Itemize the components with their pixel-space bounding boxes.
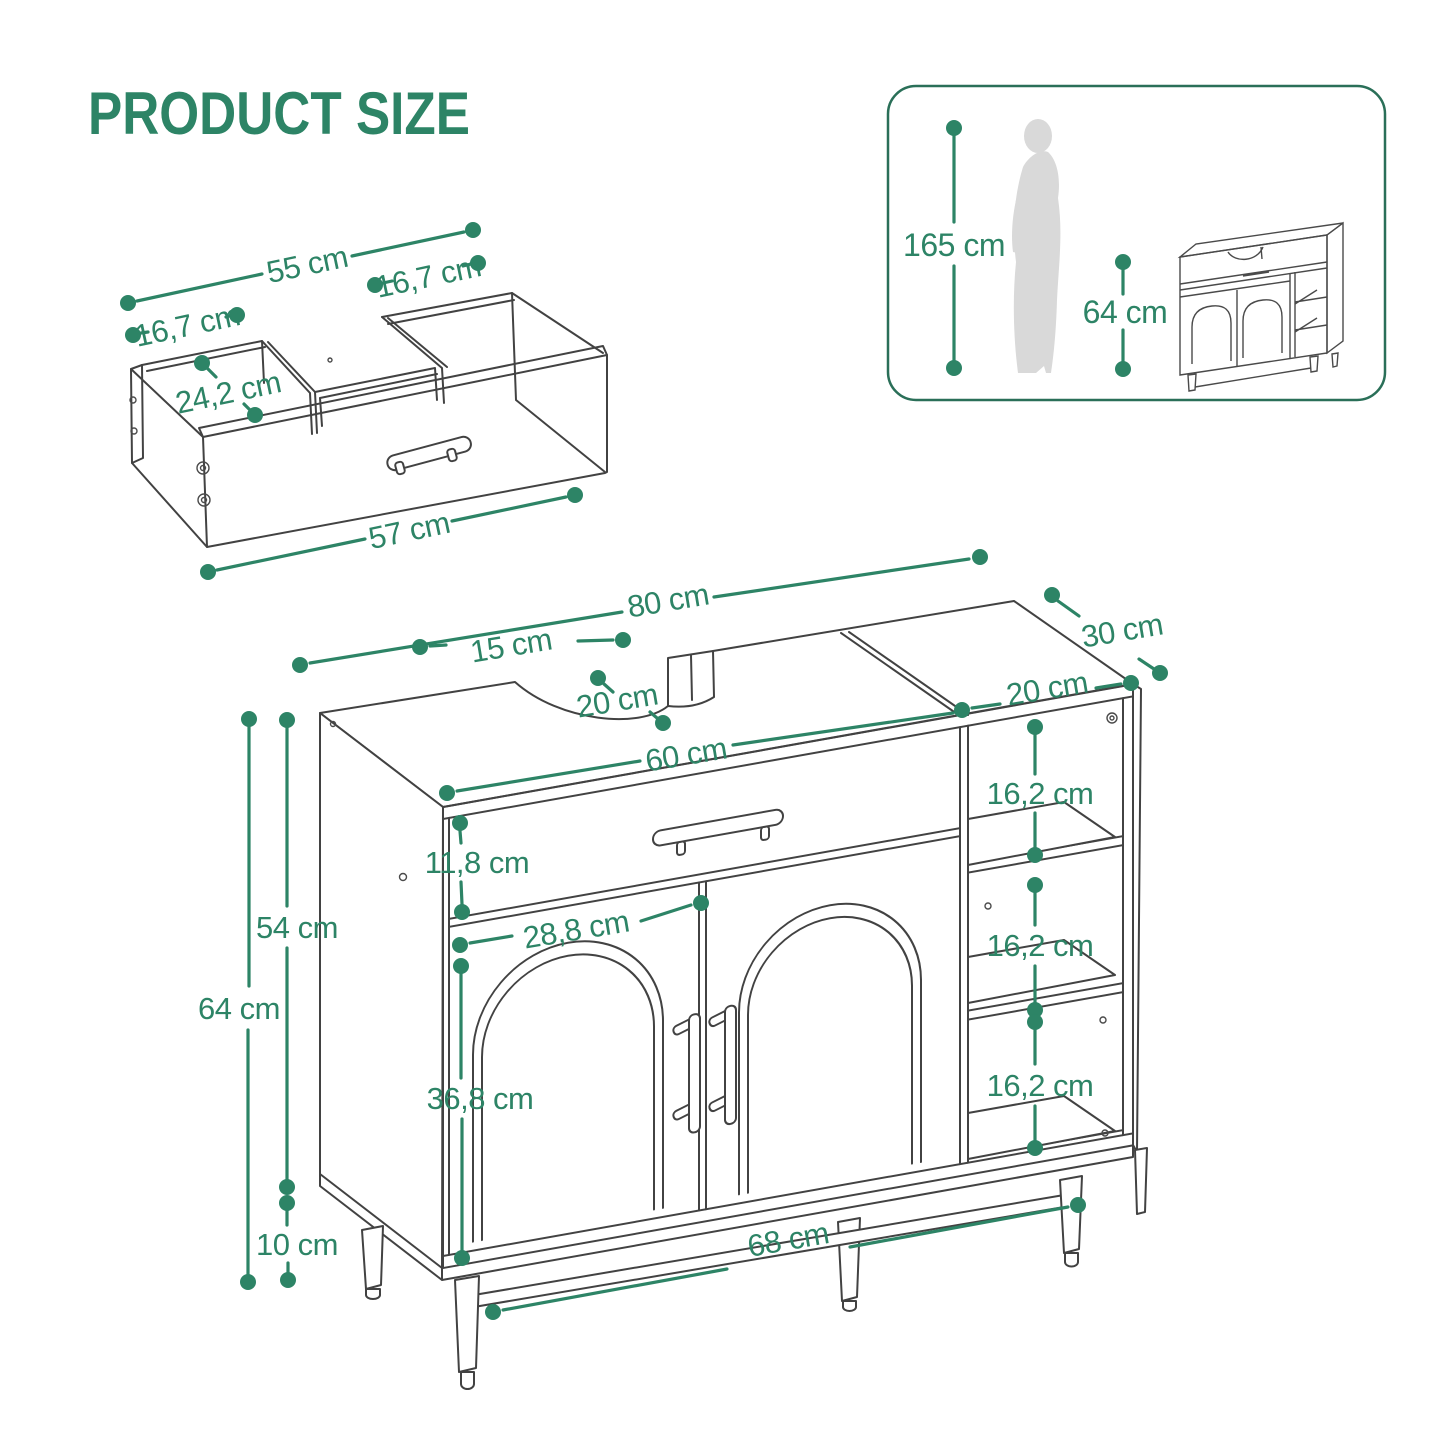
dim-label: 15 cm	[468, 621, 555, 669]
drawer-line-drawing	[129, 292, 608, 548]
mini-cabinet-drawing	[1177, 221, 1344, 392]
dim-drawer-depth: 24,2 cm	[172, 355, 284, 423]
dim-label: 16,7 cm	[131, 297, 243, 353]
dim-label: 16,2 cm	[987, 928, 1094, 963]
dim-label: 80 cm	[625, 576, 712, 624]
cabinet-line-drawing	[319, 600, 1148, 1390]
dim-label: 36,8 cm	[427, 1081, 534, 1116]
person-silhouette-figure	[1012, 119, 1061, 373]
dim-drawer-compartment-left: 16,7 cm	[125, 297, 245, 354]
dim-label: 24,2 cm	[172, 364, 284, 420]
dim-label: 11,8 cm	[425, 845, 529, 880]
dim-label: 54 cm	[256, 910, 338, 945]
dim-body-height: 54 cm	[256, 712, 338, 1195]
dim-label: 55 cm	[263, 239, 350, 290]
dim-person-height: 165 cm	[903, 120, 1005, 376]
dim-label: 64 cm	[1083, 294, 1168, 330]
dim-cutout-offset: 15 cm	[412, 621, 631, 670]
cabinet-drawer-handle	[652, 808, 784, 856]
page-title: PRODUCT SIZE	[88, 80, 470, 147]
dim-label: 16,2 cm	[987, 1068, 1094, 1103]
cabinet-door-handles	[672, 1004, 737, 1134]
dim-label: 64 cm	[198, 991, 280, 1026]
dim-drawer-front-height: 11,8 cm	[425, 815, 530, 920]
scale-info-box: 165 cm 64 cm	[886, 84, 1387, 402]
dim-total-height: 64 cm	[198, 711, 280, 1290]
dim-door-height: 36,8 cm	[427, 958, 534, 1266]
dim-label: 165 cm	[903, 227, 1005, 263]
dim-shelf-spacing-bottom: 16,2 cm	[987, 1014, 1094, 1156]
cabinet-legs	[361, 1147, 1148, 1390]
dim-shelf-spacing-top: 16,2 cm	[987, 719, 1094, 863]
dim-drawer-compartment-right: 16,7 cm	[367, 248, 486, 305]
dim-label: 16,7 cm	[372, 248, 484, 304]
dim-label: 16,2 cm	[987, 776, 1094, 811]
dim-shelf-spacing-middle: 16,2 cm	[987, 877, 1094, 1018]
dim-label: 68 cm	[745, 1215, 832, 1264]
dim-label: 10 cm	[256, 1227, 338, 1262]
dim-box-cabinet-height: 64 cm	[1083, 254, 1168, 377]
dim-label: 30 cm	[1079, 606, 1166, 654]
dim-leg-height: 10 cm	[256, 1195, 338, 1288]
drawer-handle	[386, 435, 472, 476]
